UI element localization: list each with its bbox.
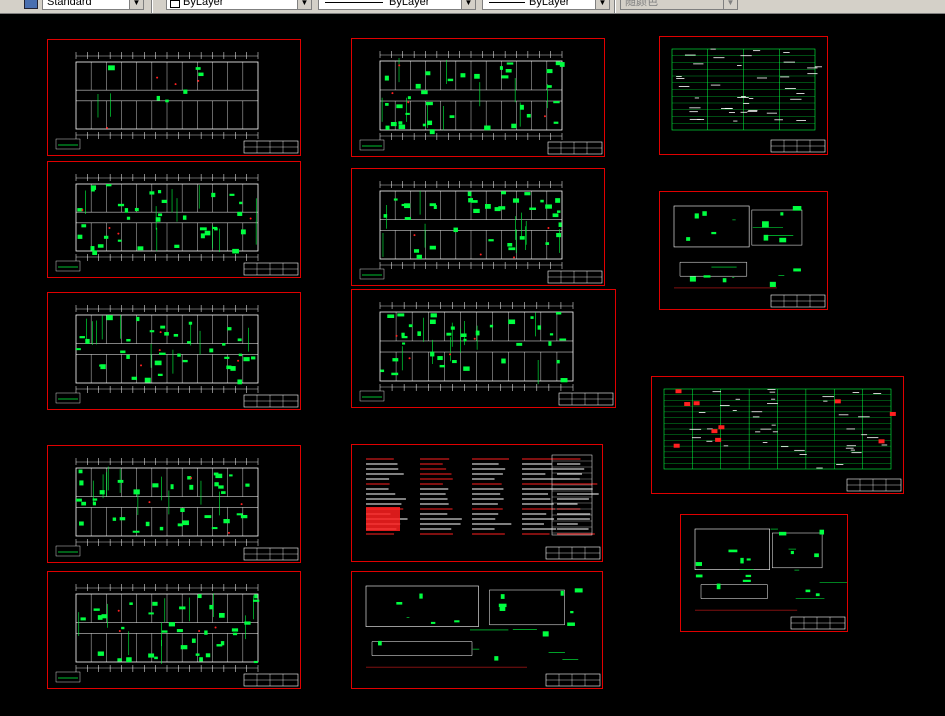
- floor-plan: [55, 305, 259, 404]
- sheet-drawing: [673, 205, 826, 308]
- drawing-canvas[interactable]: [0, 14, 945, 716]
- text-style-icon[interactable]: [24, 0, 38, 9]
- chevron-down-icon[interactable]: ▼: [723, 0, 737, 9]
- lineweight-value: ByLayer: [529, 0, 570, 8]
- title-block: [243, 140, 299, 154]
- sheet-drawing: [55, 174, 299, 276]
- chevron-down-icon[interactable]: ▼: [461, 0, 475, 9]
- text-style-combo[interactable]: Standard ▼: [42, 0, 144, 10]
- lineweight-combo[interactable]: ByLayer ▼: [482, 0, 610, 10]
- sheet-site-plan[interactable]: [47, 39, 301, 156]
- title-block: [558, 392, 614, 406]
- sheet-drawing: [55, 305, 299, 408]
- chevron-down-icon[interactable]: ▼: [595, 0, 609, 9]
- sheet-drawing: [359, 51, 603, 155]
- schedule-table: [663, 388, 896, 470]
- lineweight-preview-icon: [489, 2, 525, 3]
- sheet-equipment-detail[interactable]: [659, 191, 828, 310]
- title-block: [243, 673, 299, 687]
- sheet-drawing: [55, 52, 299, 154]
- sheet-drawing: [671, 48, 826, 153]
- properties-toolbar: Standard ▼ ByLayer ▼ ByLayer ▼ ByLayer ▼…: [0, 0, 945, 14]
- title-block: [770, 294, 826, 308]
- sheet-section-detail[interactable]: [680, 514, 848, 632]
- title-block: [790, 616, 846, 630]
- title-block: [243, 394, 299, 408]
- floor-plan: [359, 181, 563, 280]
- sheet-details[interactable]: [351, 571, 603, 689]
- title-block: [243, 262, 299, 276]
- sheet-floor-4[interactable]: [47, 571, 301, 689]
- detail-drawing: [673, 205, 803, 289]
- toolbar-separator: [151, 0, 153, 13]
- notes-text: [366, 454, 599, 536]
- floor-plan: [359, 51, 565, 151]
- floor-plan: [55, 174, 259, 272]
- sheet-drawing: [359, 302, 614, 406]
- sheet-floor-1[interactable]: [47, 161, 301, 278]
- floor-plan: [55, 458, 259, 557]
- text-style-value: Standard: [47, 0, 92, 8]
- title-block: [243, 547, 299, 561]
- color-swatch-icon: [170, 0, 180, 8]
- linetype-combo[interactable]: ByLayer ▼: [318, 0, 476, 10]
- floor-plan: [55, 52, 259, 150]
- plot-style-combo[interactable]: 随颜色 ▼: [620, 0, 738, 10]
- sheet-floor-6[interactable]: [351, 168, 605, 286]
- layer-combo[interactable]: ByLayer ▼: [166, 0, 312, 10]
- floor-plan: [359, 302, 574, 402]
- sheet-drawing: [55, 458, 299, 561]
- sheet-drawing: [663, 388, 902, 492]
- sheet-drawing: [365, 585, 601, 687]
- title-block: [770, 139, 826, 153]
- title-block: [547, 270, 603, 284]
- layer-value: ByLayer: [183, 0, 224, 8]
- plot-style-value: 随颜色: [625, 0, 658, 8]
- toolbar-separator: [614, 0, 616, 13]
- linetype-preview-icon: [325, 2, 383, 3]
- sheet-drawing: [694, 528, 847, 630]
- title-block: [545, 546, 601, 560]
- sheet-roof-plan[interactable]: [351, 289, 616, 408]
- sheet-legend-table[interactable]: [659, 36, 828, 155]
- chevron-down-icon[interactable]: ▼: [297, 0, 311, 9]
- detail-drawing: [365, 585, 583, 668]
- sheet-drawing: [366, 454, 601, 560]
- sheet-notes[interactable]: [351, 444, 603, 562]
- detail-drawing: [694, 528, 847, 611]
- linetype-value: ByLayer: [389, 0, 430, 8]
- floor-plan: [55, 584, 260, 683]
- sheet-floor-5[interactable]: [351, 38, 605, 157]
- sheet-floor-2[interactable]: [47, 292, 301, 410]
- sheet-drawing: [359, 181, 603, 284]
- sheet-drawing: [55, 584, 299, 687]
- chevron-down-icon[interactable]: ▼: [129, 0, 143, 9]
- sheet-schedule[interactable]: [651, 376, 904, 494]
- title-block: [846, 478, 902, 492]
- sheet-floor-3[interactable]: [47, 445, 301, 563]
- schedule-table: [671, 48, 823, 131]
- title-block: [547, 141, 603, 155]
- title-block: [545, 673, 601, 687]
